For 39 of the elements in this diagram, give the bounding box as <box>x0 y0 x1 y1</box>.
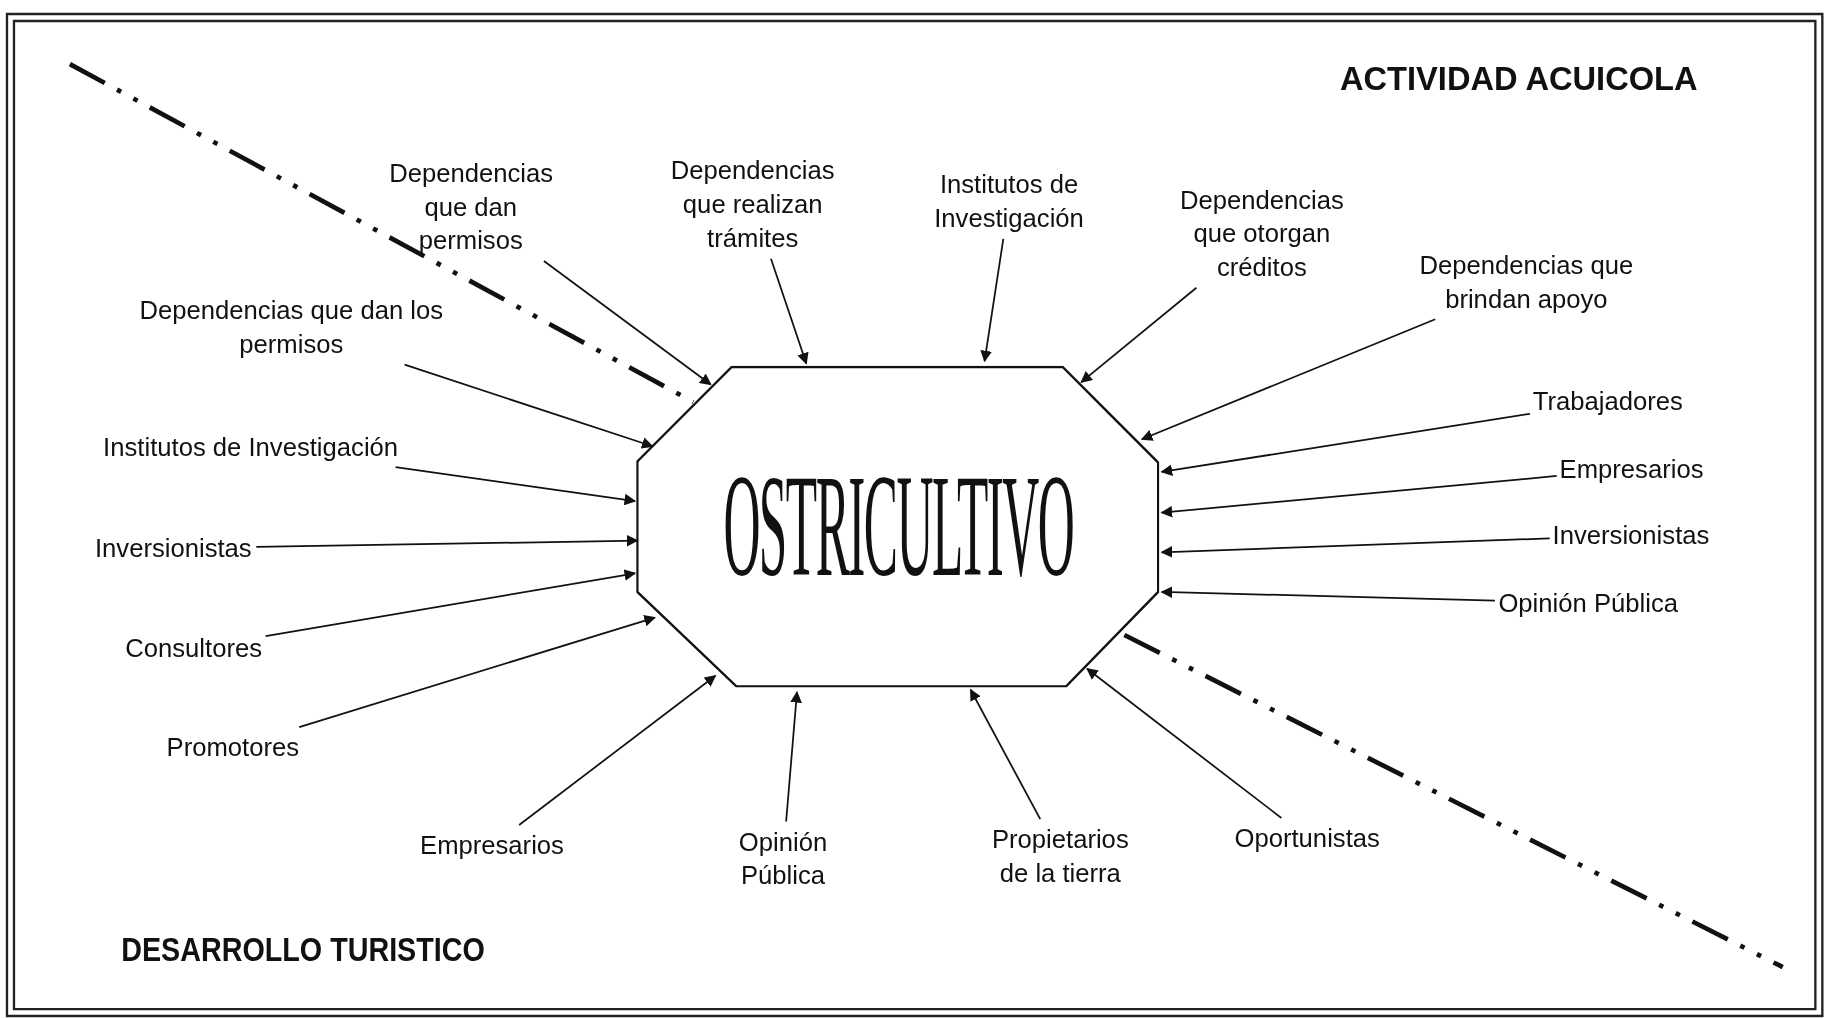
arrow <box>785 690 802 823</box>
arrow <box>518 674 717 826</box>
stakeholder-label: Inversionistas <box>94 530 252 565</box>
arrow <box>1086 667 1283 819</box>
arrow <box>403 363 654 449</box>
stakeholder-label: Institutos de Investigación <box>103 429 399 464</box>
arrow <box>1160 412 1531 476</box>
arrow <box>264 569 637 638</box>
stakeholder-label: Propietarios de la tierra <box>978 822 1142 891</box>
stakeholder-label: Dependencias que brindan apoyo <box>1386 248 1667 316</box>
arrow <box>1160 475 1558 518</box>
node-title: OSTRICULTIVO <box>722 444 1073 610</box>
stakeholder-label: Dependencias que otorgan créditos <box>1159 182 1364 284</box>
arrow <box>1140 318 1437 441</box>
arrow <box>969 688 1042 820</box>
arrow <box>394 466 637 506</box>
stakeholder-label: Dependencias que dan los permisos <box>134 293 449 362</box>
region-title: DESARROLLO TURISTICO <box>121 932 485 970</box>
stakeholder-label: Dependencias que dan permisos <box>389 155 553 257</box>
stakeholder-label: Promotores <box>166 730 300 764</box>
arrow <box>298 615 656 728</box>
stakeholder-label: Opinión Pública <box>724 824 842 893</box>
stakeholder-label: Consultores <box>125 630 263 665</box>
region-title: ACTIVIDAD ACUICOLA <box>1339 60 1698 98</box>
stakeholder-label: Empresarios <box>1559 451 1704 486</box>
stakeholder-label: Trabajadores <box>1532 383 1683 418</box>
stakeholder-label: Inversionistas <box>1552 517 1710 552</box>
arrow <box>543 260 712 386</box>
arrow <box>770 257 809 365</box>
arrow <box>1080 286 1198 384</box>
arrow <box>980 238 1005 363</box>
stakeholder-label: Empresarios <box>420 827 564 862</box>
stakeholder-label: Oportunistas <box>1234 820 1380 855</box>
stakeholder-label: Opinión Pública <box>1498 585 1678 620</box>
stakeholder-label: Dependencias que realizan trámites <box>653 153 852 255</box>
arrow <box>1160 586 1496 602</box>
arrow <box>1160 537 1551 558</box>
stakeholder-label: Institutos de Investigación <box>921 167 1097 236</box>
octagon-node <box>636 365 1160 688</box>
